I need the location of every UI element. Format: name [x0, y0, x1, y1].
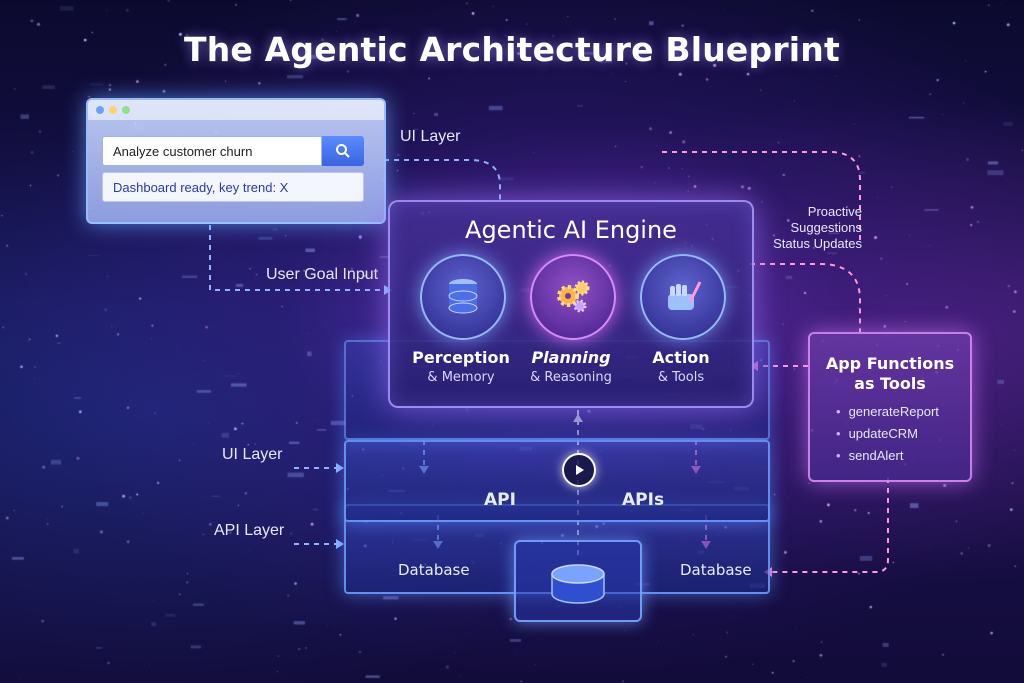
database-label-left: Database — [398, 561, 470, 579]
window-dot-icon — [122, 106, 130, 114]
api-label-left: API — [484, 490, 516, 510]
planning-circle — [530, 254, 616, 340]
page-title: The Agentic Architecture Blueprint — [184, 30, 840, 69]
database-icon — [448, 279, 478, 314]
window-dot-icon — [109, 106, 117, 114]
agentic-ai-engine: Agentic AI Engine Perception & Memory Pl… — [388, 200, 754, 408]
result-message: Dashboard ready, key trend: X — [102, 172, 364, 202]
tools-title: App Functions as Tools — [810, 354, 970, 394]
stage-sub-perception: & Memory — [427, 370, 495, 385]
label-proactive-line: Proactive — [807, 204, 862, 219]
api-layer — [344, 440, 770, 522]
window-dot-icon — [96, 106, 104, 114]
app-functions-panel: App Functions as Tools generateReport up… — [808, 332, 972, 482]
tool-item: updateCRM — [836, 426, 918, 441]
label-user-goal-input: User Goal Input — [266, 266, 379, 283]
label-proactive-line: Status Updates — [773, 236, 862, 251]
tools-title-line: as Tools — [854, 374, 926, 393]
search-button[interactable] — [322, 136, 364, 166]
play-button[interactable] — [562, 453, 596, 487]
label-proactive: Proactive Suggestions Status Updates — [752, 204, 862, 252]
label-proactive-line: Suggestions — [790, 220, 862, 235]
label-ui-layer-left: UI Layer — [222, 446, 283, 463]
database-label-right: Database — [680, 561, 752, 579]
play-icon — [576, 465, 584, 475]
stage-name-perception: Perception — [412, 348, 510, 367]
tool-item: sendAlert — [836, 448, 904, 463]
stage-sub-action: & Tools — [657, 370, 705, 385]
gears-icon — [557, 280, 590, 313]
engine-title: Agentic AI Engine — [465, 216, 677, 244]
search-input[interactable]: Analyze customer churn — [102, 136, 322, 166]
robot-hand-icon — [668, 281, 702, 310]
label-ui-layer-top: UI Layer — [400, 128, 461, 145]
api-label-right: APIs — [622, 490, 665, 510]
stage-name-planning: Planning — [531, 348, 611, 367]
browser-titlebar — [88, 100, 384, 120]
stage-name-action: Action — [652, 348, 710, 367]
tools-title-line: App Functions — [825, 354, 955, 373]
tool-item: generateReport — [836, 404, 939, 419]
database-icon — [551, 564, 605, 604]
label-api-layer-left: API Layer — [214, 522, 285, 539]
browser-window: Analyze customer churn Dashboard ready, … — [86, 98, 386, 224]
action-circle — [640, 254, 726, 340]
perception-circle — [420, 254, 506, 340]
stage-sub-planning: & Reasoning — [530, 370, 612, 385]
search-icon — [336, 144, 350, 158]
database-cylinder-frame — [514, 540, 642, 622]
